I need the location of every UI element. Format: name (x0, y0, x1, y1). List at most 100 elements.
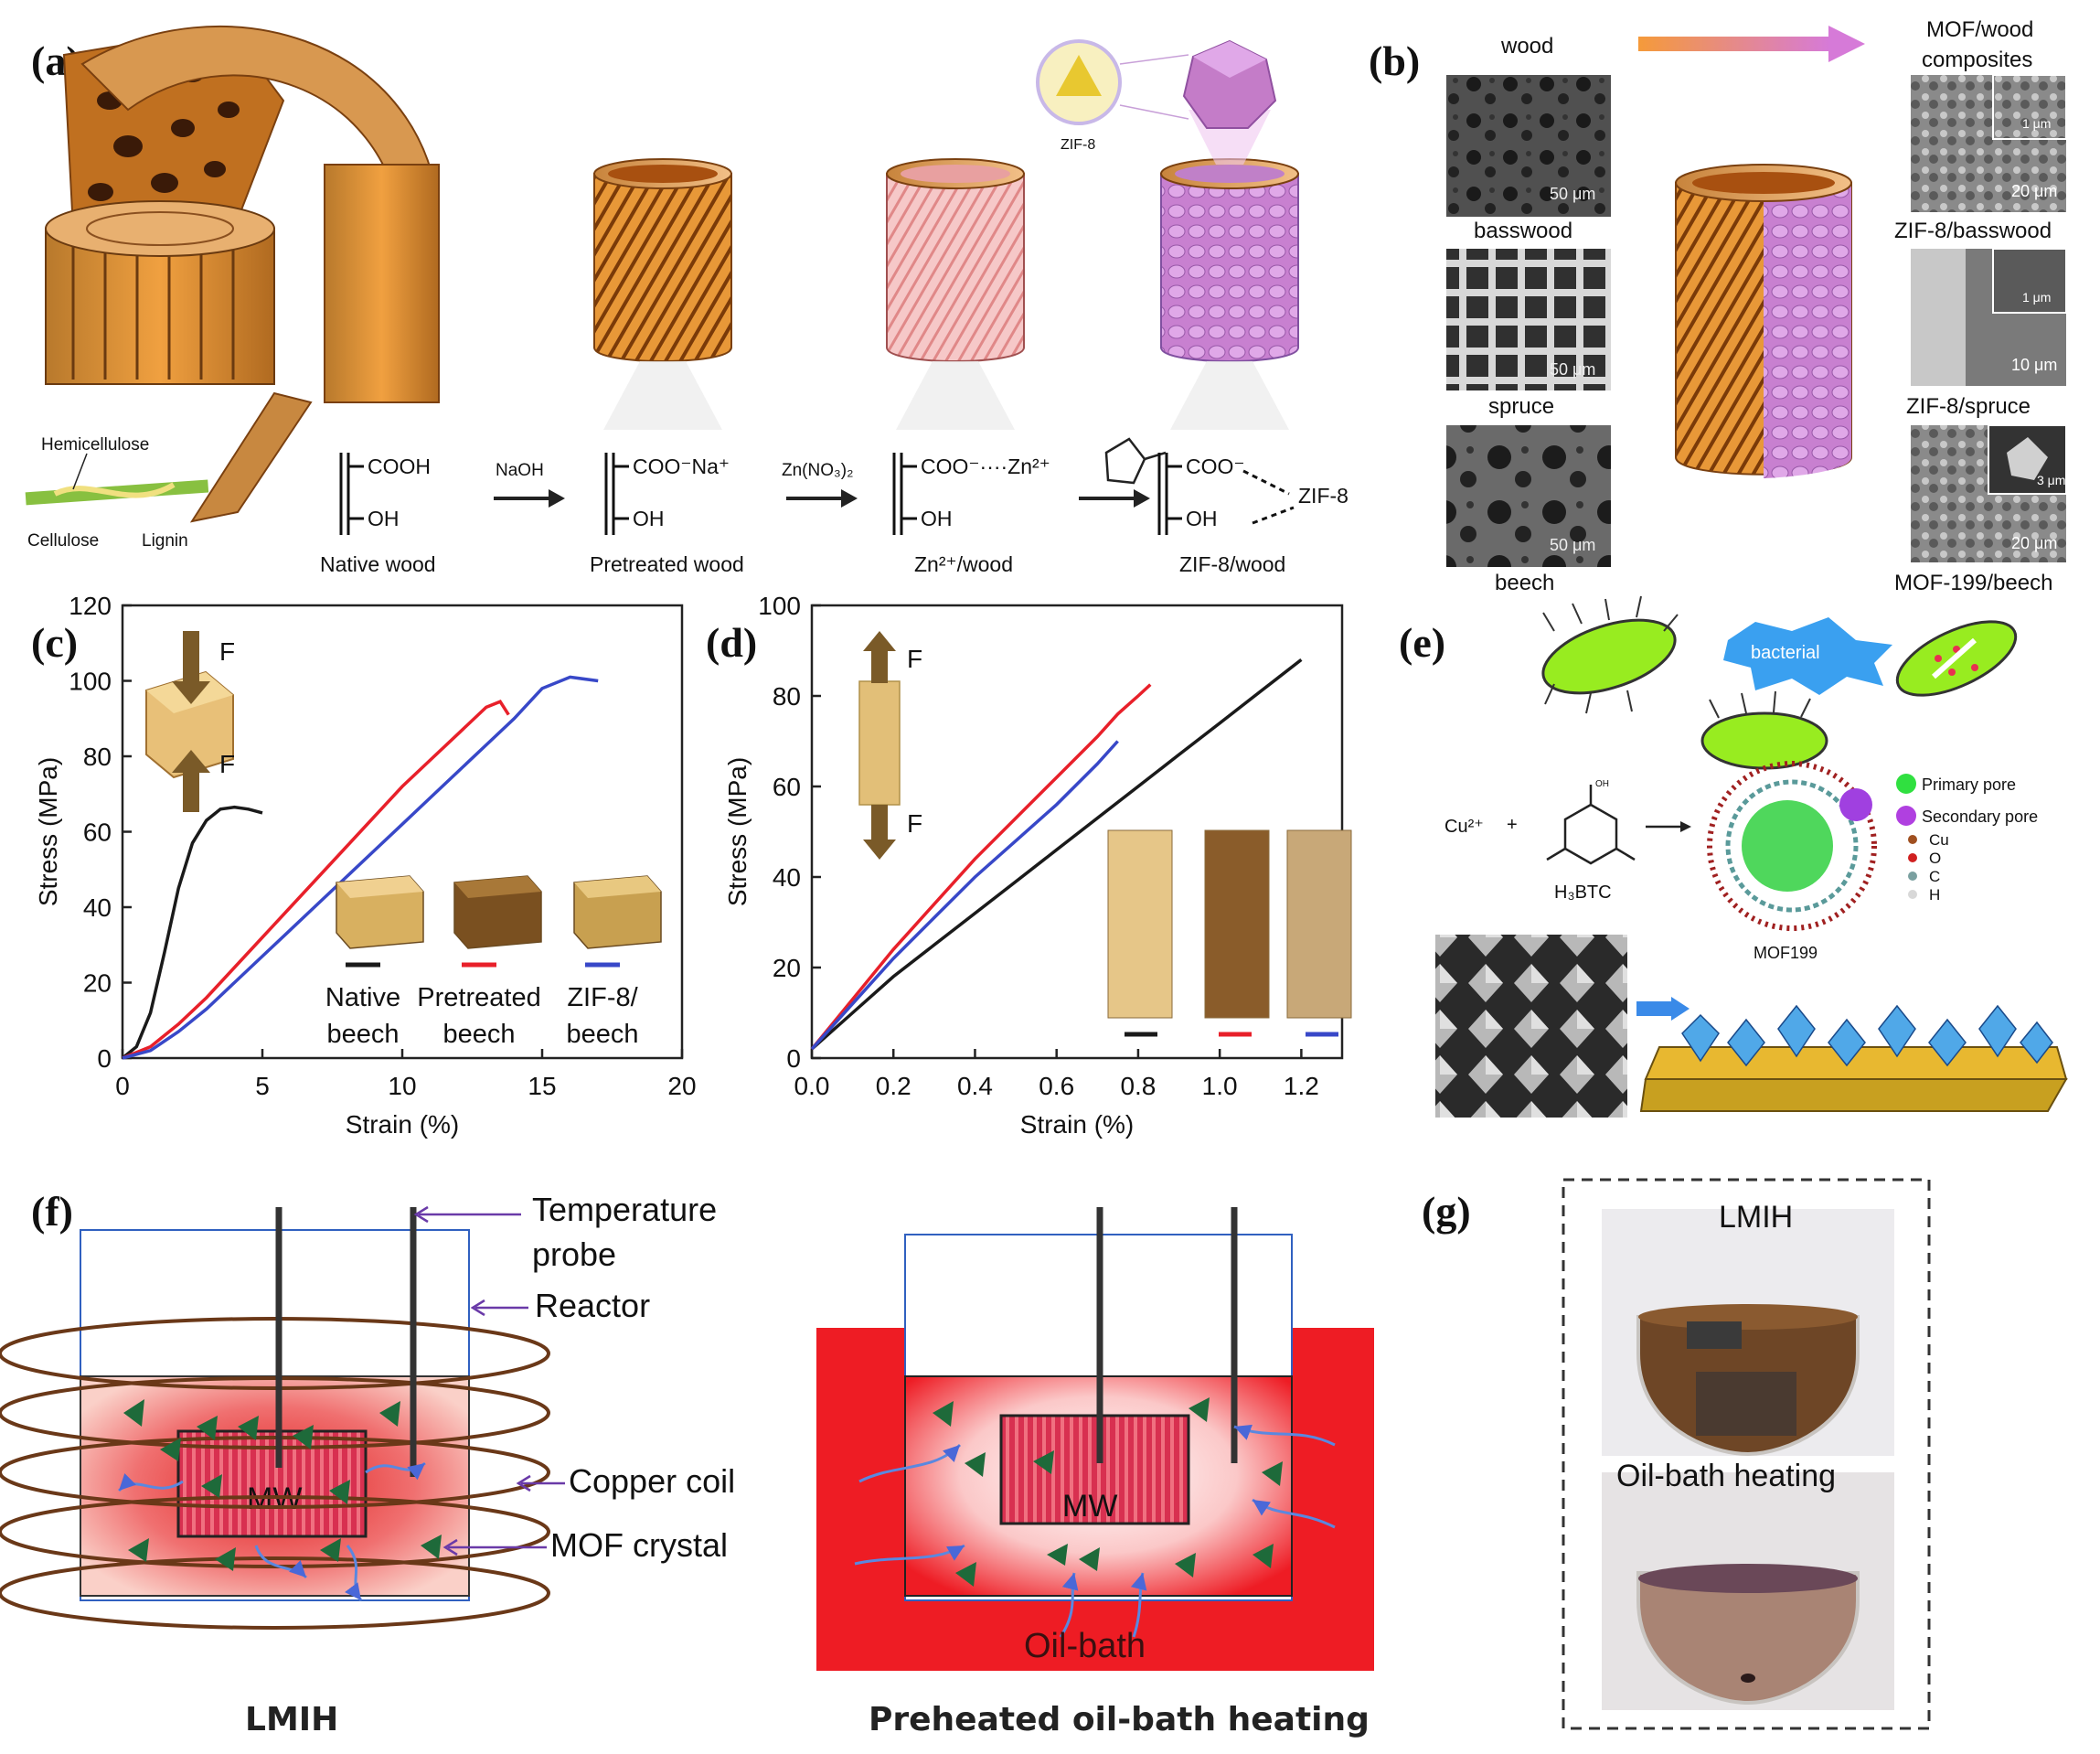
bacterial-burst (1723, 617, 1892, 695)
imidazole-structure (1104, 437, 1167, 485)
label-plus: + (1507, 815, 1518, 835)
tension-arrow-up-icon (871, 645, 888, 683)
sem-basswood (1446, 75, 1611, 217)
sample-strip-1 (1204, 829, 1270, 1019)
label-probe: probe (532, 1235, 616, 1273)
group-oh-zif8: OH (1186, 507, 1218, 530)
legend-primary-pore-swatch (1896, 774, 1916, 794)
series-line-2 (122, 675, 599, 1060)
panel-label-e: (e) (1399, 619, 1445, 666)
label-oil-bath: Oil-bath (1024, 1627, 1146, 1665)
mof199-framework (1707, 761, 1877, 931)
x-tick-label: 15 (528, 1072, 556, 1100)
x-axis-label: Strain (%) (346, 1110, 459, 1139)
group-coo: COO⁻ (1186, 455, 1245, 478)
legend-o: O (1929, 850, 1941, 867)
label-cu: Cu²⁺ (1444, 817, 1484, 837)
panel-g: (g) LMIH Oil-bath heating (1422, 1178, 1931, 1730)
y-tick-label: 80 (773, 682, 801, 711)
label-lmih-photo: LMIH (1719, 1200, 1793, 1235)
label-cellulose: Cellulose (27, 531, 99, 551)
label-hemicellulose: Hemicellulose (41, 435, 149, 455)
y-tick-label: 100 (69, 668, 112, 696)
group-oh-zn: OH (921, 507, 953, 530)
legend-label-2-line1: ZIF-8/ (567, 983, 638, 1012)
sample-cube-top-0 (336, 876, 423, 898)
bacterium-left (1541, 595, 1679, 714)
y-tick-label: 40 (773, 863, 801, 892)
panel-a: (a) (25, 26, 1348, 576)
label-zif8-wood: ZIF-8/wood (1179, 552, 1285, 576)
panel-label-d: (d) (706, 619, 757, 666)
wood-cross-section-illustration (25, 26, 441, 523)
force-arrowhead-up-icon (172, 750, 210, 773)
series-line-1 (810, 683, 1152, 1051)
legend-h: H (1929, 886, 1940, 904)
copper-coil (0, 1317, 550, 1630)
bacterium-right (1895, 620, 2018, 697)
group-coo-zn: COO⁻····Zn²⁺ (921, 455, 1050, 478)
sample-strip-icon (858, 680, 901, 806)
reagent-naoh: NaOH (496, 461, 544, 480)
chem-zif8 (1157, 453, 1295, 535)
y-tick-label: 120 (69, 592, 112, 620)
legend-primary-pore: Primary pore (1922, 775, 2016, 794)
mw-block-oil (999, 1414, 1190, 1525)
label-native-wood: Native wood (320, 552, 436, 576)
scale-zif8-spruce: 10 μm (2011, 356, 2057, 374)
label-preheated: Preheated oil-bath heating (869, 1701, 1370, 1738)
label-beech: beech (1495, 571, 1554, 595)
series-line-0 (810, 658, 1303, 1051)
y-tick-label: 60 (83, 818, 112, 847)
tension-arrowhead-up-icon (863, 631, 896, 651)
label-temperature: Temperature (532, 1191, 717, 1228)
h3btc-structure (1546, 785, 1636, 865)
label-basswood: basswood (1474, 219, 1572, 243)
y-axis-label: Stress (MPa) (34, 757, 62, 906)
label-composites: composites (1922, 48, 2032, 72)
mw-label-oil: MW (1062, 1489, 1117, 1524)
y-tick-label: 80 (83, 743, 112, 771)
y-tick-label: 100 (758, 592, 801, 620)
label-reactor: Reactor (535, 1287, 650, 1324)
force-arrowhead-down-icon (172, 681, 210, 704)
y-tick-label: 0 (97, 1044, 112, 1073)
chem-pretreated (604, 453, 629, 535)
mof-crystals-lmih (123, 1399, 442, 1571)
cylinder-zif8-wood (1160, 110, 1299, 430)
y-axis-label: Stress (MPa) (723, 757, 752, 906)
group-oh-pretreated: OH (633, 507, 665, 530)
sem-spruce (1446, 249, 1611, 390)
sample-strip-2 (1286, 829, 1352, 1019)
group-zif8-bond: ZIF-8 (1298, 484, 1348, 508)
y-tick-label: 60 (773, 773, 801, 801)
scale-mof199: 20 μm (2011, 534, 2057, 552)
scale-zif8-basswood-inset: 1 μm (2022, 116, 2051, 131)
x-tick-label: 1.2 (1284, 1072, 1319, 1100)
label-mof-crystal: MOF crystal (550, 1526, 728, 1564)
reagent-zn: Zn(NO₃)₂ (782, 461, 853, 480)
y-tick-label: 40 (83, 893, 112, 922)
tension-arrow-down-icon (871, 805, 888, 846)
x-tick-label: 0 (115, 1072, 130, 1100)
force-label-bottom: F (907, 809, 922, 838)
x-tick-label: 1.0 (1202, 1072, 1238, 1100)
panel-label-b: (b) (1369, 37, 1420, 84)
legend-label-0-line2: beech (326, 1020, 399, 1049)
legend-cu: Cu (1929, 831, 1949, 849)
group-cooh: COOH (368, 455, 431, 478)
label-wood: wood (1500, 34, 1553, 59)
tension-arrowhead-down-icon (863, 840, 896, 860)
bacterium-center (1700, 690, 1828, 770)
zif8-molecule-label: ZIF-8 (1061, 137, 1095, 153)
x-tick-label: 10 (388, 1072, 416, 1100)
sem-mof-crystals (1435, 935, 1627, 1118)
x-tick-label: 0.2 (876, 1072, 911, 1100)
force-label-top: F (907, 645, 922, 673)
panel-label-c: (c) (31, 619, 78, 666)
sample-cube-top-2 (574, 876, 661, 898)
x-tick-label: 20 (667, 1072, 696, 1100)
label-pretreated-wood: Pretreated wood (590, 552, 744, 576)
label-oh-top: OH (1595, 779, 1609, 789)
